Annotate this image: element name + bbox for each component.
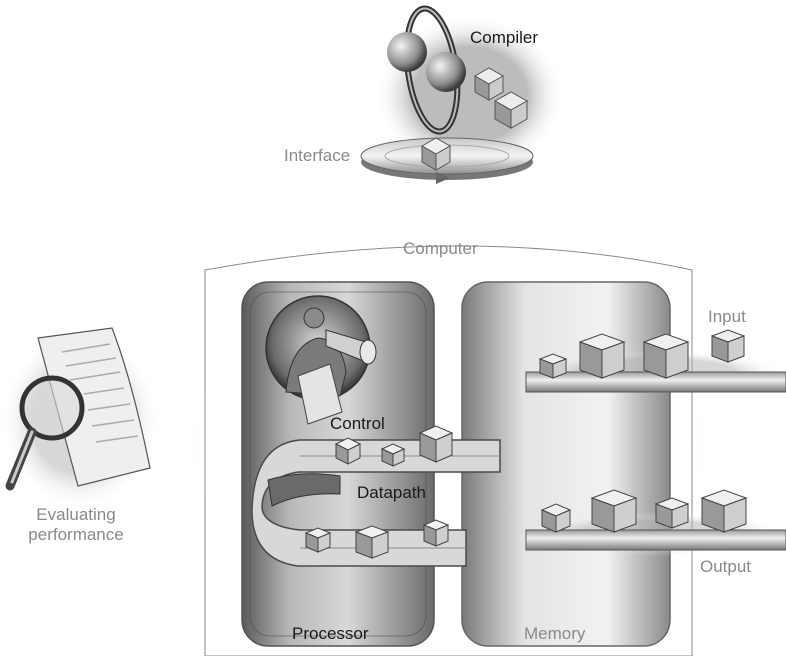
datapath-label: Datapath xyxy=(357,483,426,503)
interface-icon xyxy=(361,138,533,184)
computer-label: Computer xyxy=(403,239,478,259)
memory-label: Memory xyxy=(524,624,585,644)
interface-label: Interface xyxy=(284,146,350,166)
processor-label: Processor xyxy=(292,624,369,644)
output-label: Output xyxy=(700,557,751,577)
input-label: Input xyxy=(708,307,746,327)
evaluating-line-1: Evaluating xyxy=(16,505,136,525)
compiler-label: Compiler xyxy=(470,28,538,48)
evaluating-line-2: performance xyxy=(16,525,136,545)
evaluating-performance-label: Evaluating performance xyxy=(16,505,136,545)
control-label: Control xyxy=(330,414,385,434)
